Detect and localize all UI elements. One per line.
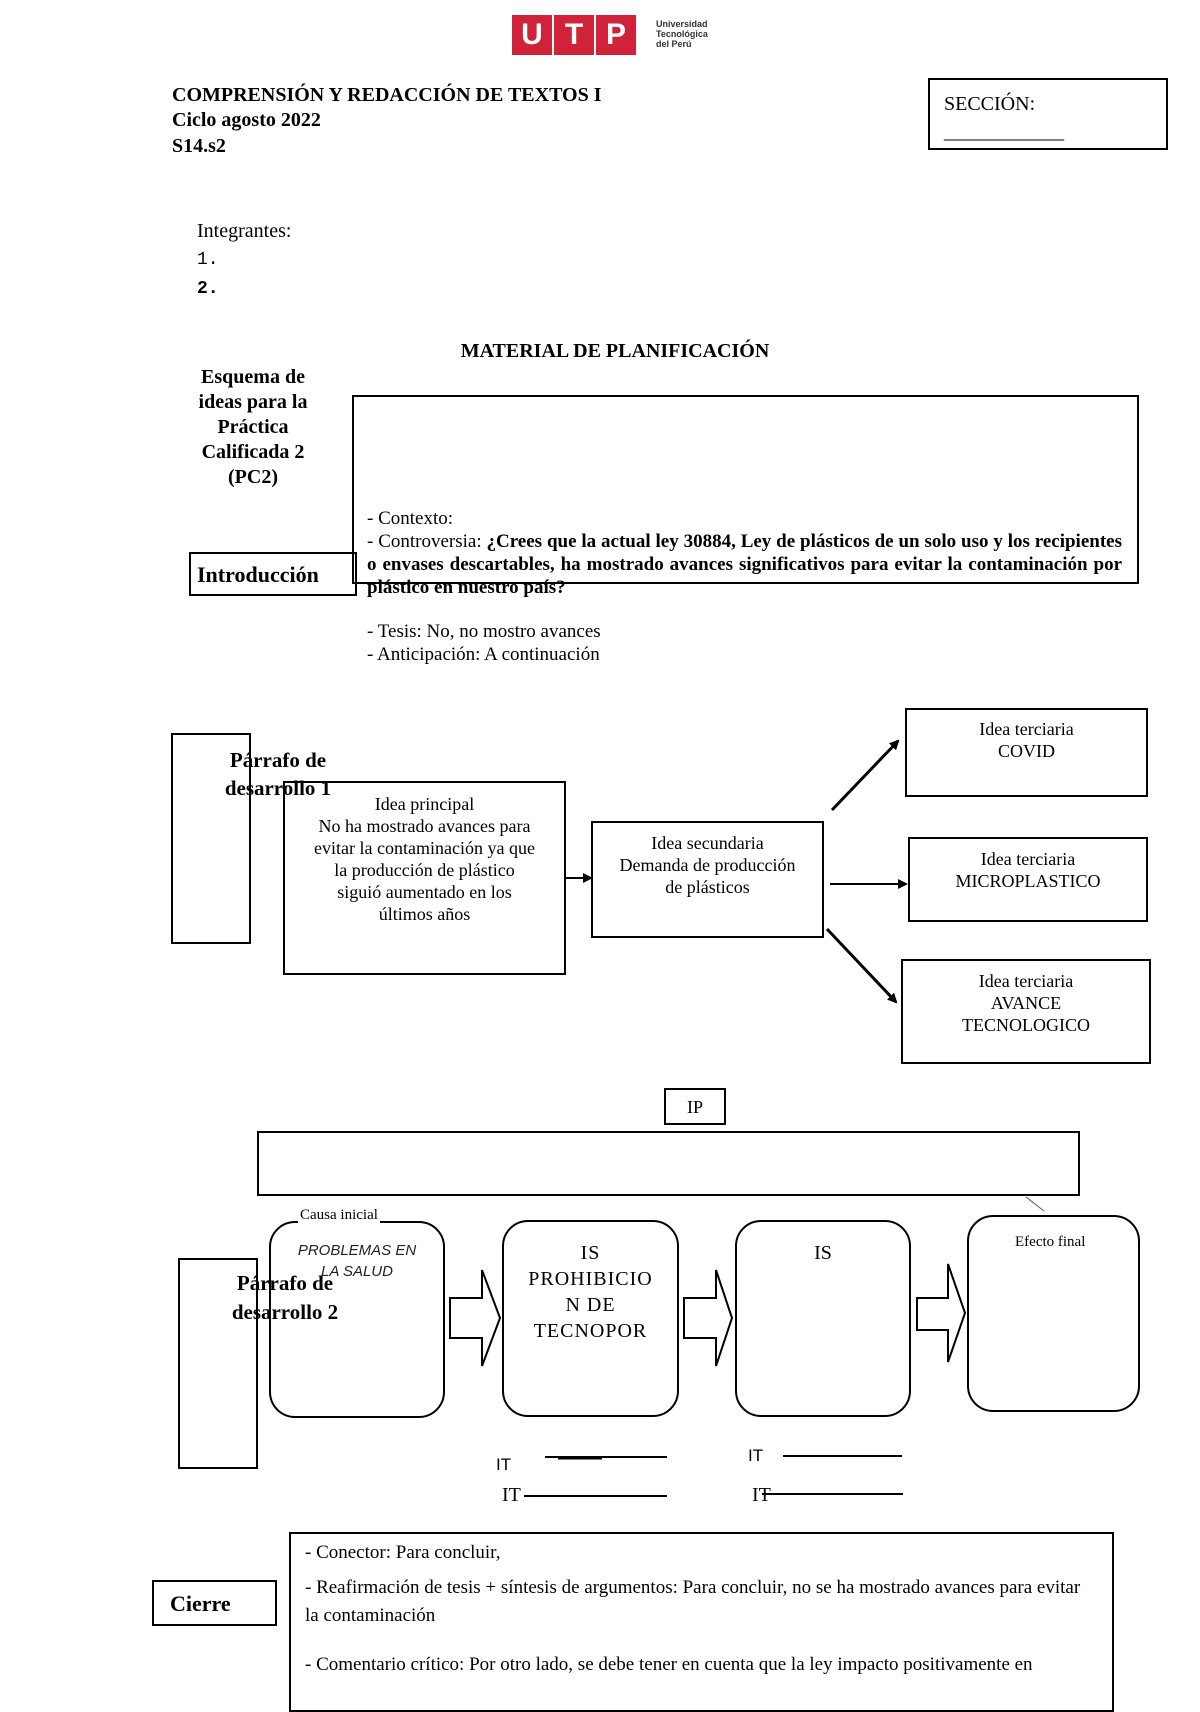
main-idea-box: Idea principal No ha mostrado avances pa… — [283, 781, 566, 975]
closing-critical-comment: - Comentario crítico: Por otro lado, se … — [305, 1654, 1033, 1675]
main-idea-line: evitar la contaminación ya que — [314, 838, 535, 858]
intro-controversy: - Controversia: ¿Crees que la actual ley… — [367, 530, 1122, 599]
logo-letter-u: U — [512, 15, 552, 55]
block-arrow-1 — [449, 1269, 502, 1367]
secondary-idea-1-box: IS PROHIBICIO N DE TECNOPOR — [502, 1220, 679, 1417]
intro-anticipation: - Anticipación: A continuación — [367, 644, 600, 665]
tertiary-idea-2-box: Idea terciaria MICROPLASTICO — [908, 837, 1148, 922]
final-effect-box: Efecto final — [967, 1215, 1140, 1412]
utp-logo: U T P Universidad Tecnológica del Perú — [512, 15, 722, 57]
initial-cause-label: Causa inicial — [298, 1206, 380, 1224]
esquema-label: Esquema de ideas para la Práctica Califi… — [198, 366, 308, 488]
material-title: MATERIAL DE PLANIFICACIÓN — [460, 340, 770, 362]
intro-label: Introducción — [197, 562, 319, 587]
logo-letter-t: T — [554, 15, 594, 55]
ip-content-box — [257, 1131, 1080, 1196]
tertiary-idea-3-box: Idea terciaria AVANCE TECNOLOGICO — [901, 959, 1151, 1064]
closing-connector: - Conector: Para concluir, — [305, 1542, 501, 1563]
initial-cause-text: PROBLEMAS EN LA SALUD — [297, 1242, 417, 1280]
session-code: S14.s2 — [172, 135, 226, 157]
final-effect-label: Efecto final — [1015, 1234, 1086, 1250]
closing-label-box: Cierre — [152, 1580, 277, 1626]
member-item: 2. — [197, 279, 219, 299]
closing-label: Cierre — [170, 1591, 231, 1616]
main-idea-line: últimos años — [378, 904, 471, 924]
arrow-to-tertiary-1 — [830, 739, 900, 812]
ip-label-box: IP — [664, 1088, 726, 1125]
it-label: IT — [496, 1455, 512, 1474]
block-arrow-2 — [683, 1269, 734, 1367]
section-box: SECCIÓN: ____________ — [928, 78, 1168, 150]
intro-thesis: - Tesis: No, no mostro avances — [367, 621, 601, 642]
section-label: SECCIÓN: — [944, 93, 1036, 115]
block-arrow-3 — [916, 1263, 967, 1363]
dev2-label: Párrafo de desarrollo 2 — [231, 1271, 339, 1324]
dev1-label-box — [171, 733, 251, 944]
cycle: Ciclo agosto 2022 — [172, 109, 321, 131]
arrow-to-tertiary-3 — [825, 927, 898, 1004]
controversy-prefix: - Controversia: — [367, 531, 487, 552]
ip-connector-line — [1025, 1196, 1045, 1212]
logo-letter-p: P — [596, 15, 636, 55]
section-blank: ____________ — [944, 121, 1064, 143]
it-label: IT — [748, 1446, 764, 1465]
tertiary-idea-1-box: Idea terciaria COVID — [905, 708, 1148, 797]
intro-box — [352, 395, 1139, 584]
intro-label-box: Introducción — [189, 552, 357, 596]
members-label: Integrantes: — [197, 220, 292, 242]
secondary-idea-2-box: IS — [735, 1220, 911, 1417]
closing-reaffirmation: - Reafirmación de tesis + síntesis de ar… — [305, 1577, 1081, 1626]
intro-context: - Contexto: — [367, 508, 454, 529]
main-idea-line: No ha mostrado avances para — [318, 816, 531, 836]
controversy-question: ¿Crees que la actual ley 30884, Ley de p… — [367, 531, 1122, 598]
main-idea-line: la producción de plástico — [334, 860, 515, 880]
course-title: COMPRENSIÓN Y REDACCIÓN DE TEXTOS I — [172, 84, 602, 106]
dev1-label: Párrafo de desarrollo 1 — [224, 748, 332, 800]
it-label: IT — [752, 1484, 771, 1506]
member-item: 1. — [197, 250, 219, 270]
logo-name: Universidad Tecnológica del Perú — [656, 19, 708, 49]
main-idea-line: Idea principal — [374, 794, 475, 814]
main-idea-line: siguió aumentado en los — [337, 882, 512, 902]
dev2-label-box — [178, 1258, 258, 1469]
it-label: IT — [502, 1484, 521, 1506]
